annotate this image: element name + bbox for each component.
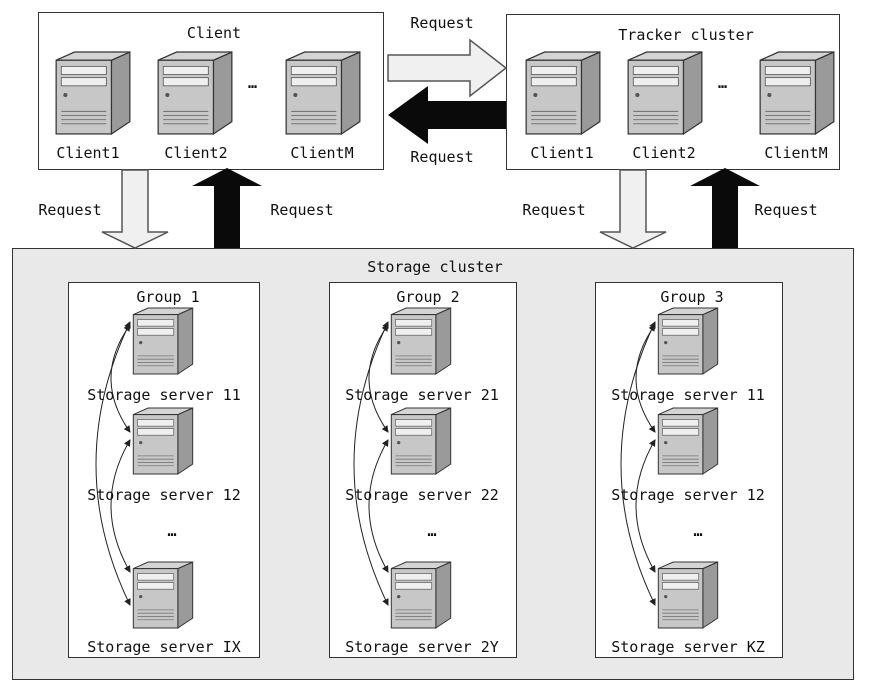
tracker-server-2-icon: [624, 50, 706, 136]
client-node-1-label: Client1: [56, 144, 120, 162]
client-node-m-label: ClientM: [290, 144, 354, 162]
request-label-tracker-down: Request: [522, 201, 586, 219]
tracker-server-1-icon: [522, 50, 604, 136]
group-1-server-1-icon: [130, 306, 196, 376]
group-1-server-x-label: Storage server IX: [87, 638, 241, 656]
group-3-server-z-label: Storage server KZ: [611, 638, 765, 656]
tracker-ellipsis: …: [718, 74, 728, 92]
group-3-server-1-icon: [655, 306, 721, 376]
request-label-client-to-tracker: Request: [410, 14, 474, 32]
group-3-server-z-icon: [655, 560, 721, 630]
group-3-ellipsis: …: [693, 522, 703, 540]
group-3-sync-links: [620, 321, 656, 606]
client-title: Client: [186, 24, 242, 42]
request-arrow-tracker-to-client: [388, 86, 506, 144]
tracker-node-m-label: ClientM: [764, 144, 828, 162]
client-node-2-label: Client2: [164, 144, 228, 162]
group-1-server-x-icon: [130, 560, 196, 630]
group-3-title: Group 3: [660, 288, 724, 306]
client-ellipsis: …: [248, 74, 258, 92]
client-server-2-icon: [154, 50, 236, 136]
client-server-1-icon: [52, 50, 134, 136]
tracker-node-1-label: Client1: [530, 144, 594, 162]
tracker-node-2-label: Client2: [632, 144, 696, 162]
tracker-title: Tracker cluster: [618, 26, 754, 44]
group-2-server-2-label: Storage server 22: [345, 486, 499, 504]
group-1-server-2-label: Storage server 12: [87, 486, 241, 504]
group-1-sync-links: [95, 321, 131, 606]
group-1-server-2-icon: [130, 406, 196, 476]
group-3-server-1-label: Storage server 11: [611, 386, 765, 404]
group-2-title: Group 2: [396, 288, 460, 306]
request-arrow-tracker-down: [599, 169, 667, 249]
group-1-title: Group 1: [136, 288, 200, 306]
request-label-storage-to-tracker: Request: [754, 201, 818, 219]
request-label-storage-to-client: Request: [270, 201, 334, 219]
group-2-server-1-label: Storage server 21: [345, 386, 499, 404]
request-arrow-storage-to-tracker: [690, 168, 760, 248]
group-3-server-2-label: Storage server 12: [611, 486, 765, 504]
request-arrow-client-to-tracker: [387, 38, 508, 98]
client-server-m-icon: [282, 50, 364, 136]
group-1-server-1-label: Storage server 11: [87, 386, 241, 404]
request-arrow-storage-to-client: [192, 168, 262, 248]
group-2-server-2-icon: [388, 406, 454, 476]
request-label-tracker-to-client: Request: [410, 148, 474, 166]
group-1-ellipsis: …: [167, 522, 177, 540]
group-2-ellipsis: …: [427, 522, 437, 540]
request-arrow-client-down: [101, 169, 169, 249]
group-3-server-2-icon: [655, 406, 721, 476]
group-2-server-1-icon: [388, 306, 454, 376]
tracker-server-m-icon: [756, 50, 838, 136]
request-label-client-down: Request: [38, 201, 102, 219]
group-2-server-y-icon: [388, 560, 454, 630]
group-2-sync-links: [353, 321, 389, 606]
storage-cluster-title: Storage cluster: [367, 258, 503, 276]
group-2-server-y-label: Storage server 2Y: [345, 638, 499, 656]
